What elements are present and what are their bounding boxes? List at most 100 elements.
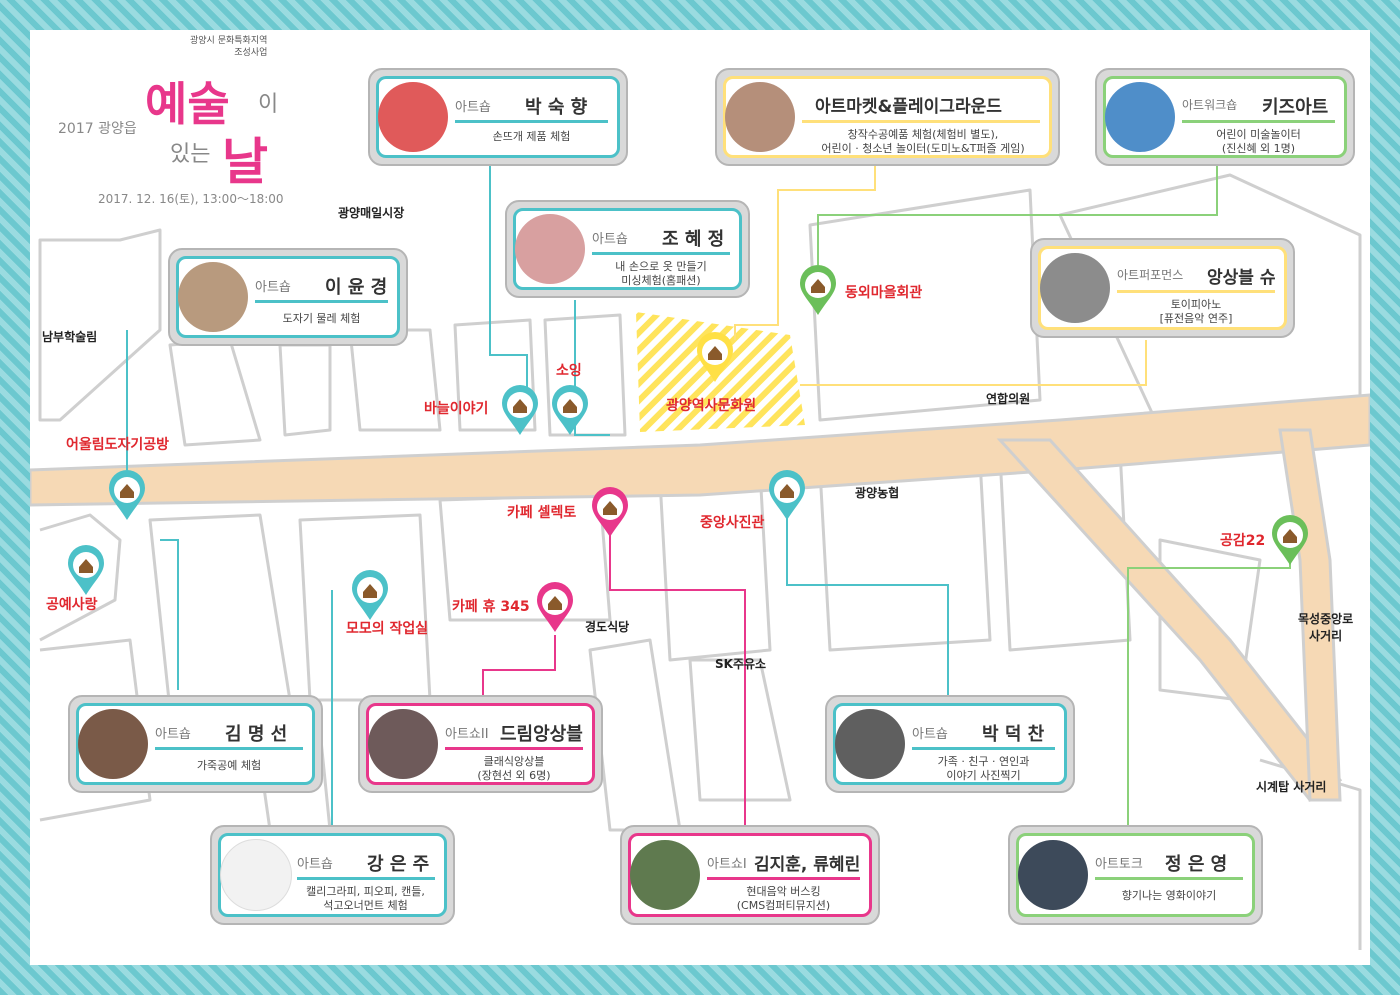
card-art-market[interactable]: 아트마켓&플레이그라운드 창작수공예품 체험(체험비 별도), 어린이 · 청소…: [715, 68, 1060, 166]
header-year-town: 2017 광양읍: [58, 121, 137, 137]
header-title-art: 예술: [145, 77, 230, 131]
busking-photo: [630, 840, 700, 910]
card-name: 김 명 선: [225, 724, 288, 745]
header-subtitle: 광양시 문화특화지역 조성사업: [190, 35, 267, 59]
card-kang-eunju[interactable]: 아트숍 강 은 주 캘리그라피, 피오피, 캔들, 석고오너먼트 체험: [210, 825, 455, 925]
label-clinic: 연합의원: [986, 392, 1031, 406]
label-market: 광양매일시장: [338, 206, 405, 220]
card-desc: 가죽공예 체험: [196, 759, 262, 772]
main-road: [30, 393, 1370, 507]
card-name: 드림앙상블: [500, 724, 583, 745]
header-sub-line1: 광양시 문화특화지역: [190, 36, 268, 46]
card-desc-line1: 클래식앙상블: [483, 755, 545, 768]
label-forest: 남부학술림: [42, 330, 98, 344]
card-desc-line1: 창작수공예품 체험(체험비 별도),: [847, 128, 999, 141]
connector-lines: [126, 160, 1291, 830]
label-clock-tower: 시계탑 사거리: [1256, 780, 1327, 794]
card-park-deokchan[interactable]: 아트숍 박 덕 찬 가족 · 친구 · 연인과 이야기 사진찍기: [825, 695, 1075, 793]
card-desc: 캘리그라피, 피오피, 캔들, 석고오너먼트 체험: [292, 885, 439, 913]
label-crossing-line2: 사거리: [1309, 629, 1343, 643]
venue-pottery[interactable]: 어울림도자기공방: [66, 437, 170, 453]
label-crossing: 목성중앙로 사거리: [1298, 610, 1353, 644]
card-category: 아트쇼I: [707, 857, 747, 872]
card-desc: 현대음악 버스킹 (CMS컴퍼티뮤지션): [707, 885, 860, 913]
card-desc-line1: 어린이 미술놀이터: [1216, 128, 1301, 141]
card-category: 아트숍: [592, 232, 628, 247]
market-photo: [725, 82, 795, 152]
card-ensemble-shu[interactable]: 아트퍼포먼스 앙상블 슈 토이피아노 [퓨전음악 연주]: [1030, 238, 1295, 338]
venue-needle[interactable]: 바늘이야기: [424, 401, 489, 417]
card-desc-line2: 이야기 사진찍기: [946, 769, 1021, 782]
venue-culture[interactable]: 광양역사문화원: [666, 398, 757, 414]
card-desc-line1: 내 손으로 옷 만들기: [615, 260, 707, 273]
card-name: 강 은 주: [367, 854, 430, 875]
card-name: 조 혜 정: [662, 229, 725, 250]
sewing-photo: [515, 214, 585, 284]
card-desc: 어린이 미술놀이터 (진신혜 외 1명): [1182, 128, 1335, 156]
card-jeong-eunyeong[interactable]: 아트토크 정 은 영 향기나는 영화이야기: [1008, 825, 1263, 925]
card-name: 박 숙 향: [525, 97, 588, 118]
card-desc-line2: (장현선 외 6명): [477, 769, 551, 782]
venue-selecto[interactable]: 카페 셀렉토: [507, 505, 577, 521]
card-category: 아트숍: [455, 100, 491, 115]
kids-photo: [1105, 82, 1175, 152]
card-name: 박 덕 찬: [982, 724, 1045, 745]
header-title-i: 이: [258, 92, 279, 117]
card-desc: 내 손으로 옷 만들기 미싱체험(홈패션): [592, 260, 730, 288]
card-category: 아트숍: [297, 857, 333, 872]
ensemble-photo: [368, 709, 438, 779]
card-desc-line2: 어린이 · 청소년 놀이터(도미노&T퍼즐 게임): [821, 142, 1025, 155]
header-date: 2017. 12. 16(토), 13:00～18:00: [98, 192, 284, 206]
card-kids-art[interactable]: 아트워크숍 키즈아트 어린이 미술놀이터 (진신혜 외 1명): [1095, 68, 1355, 166]
card-name: 정 은 영: [1165, 854, 1228, 875]
venue-momo[interactable]: 모모의 작업실: [346, 621, 429, 637]
venue-craft[interactable]: 공예사랑: [46, 597, 98, 613]
card-jo-hyejeong[interactable]: 아트숍 조 혜 정 내 손으로 옷 만들기 미싱체험(홈패션): [505, 200, 750, 298]
card-lee-yungyeong[interactable]: 아트숍 이 윤 경 도자기 물레 체험: [168, 248, 408, 346]
card-category: 아트숍: [912, 727, 948, 742]
card-category: 아트토크: [1095, 857, 1143, 872]
card-name: 아트마켓&플레이그라운드: [815, 97, 1002, 117]
card-name: 김지훈, 류혜린: [754, 855, 861, 875]
card-busking[interactable]: 아트쇼I 김지훈, 류혜린 현대음악 버스킹 (CMS컴퍼티뮤지션): [620, 825, 880, 925]
venue-photo[interactable]: 중앙사진관: [700, 515, 765, 531]
venue-dongoe[interactable]: 동외마을회관: [845, 285, 923, 301]
card-desc-line2: 미싱체험(홈패션): [621, 274, 701, 287]
header-sub-line2: 조성사업: [234, 48, 268, 58]
camera-photo: [835, 709, 905, 779]
card-category: 아트숍: [255, 280, 291, 295]
card-park-sukhyang[interactable]: 아트숍 박 숙 향 손뜨개 제품 체험: [368, 68, 628, 166]
calligraphy-photo: [220, 839, 292, 911]
card-desc: 창작수공예품 체험(체험비 별도), 어린이 · 청소년 놀이터(도미노&T퍼즐…: [802, 128, 1044, 156]
card-desc-line2: (CMS컴퍼티뮤지션): [736, 899, 831, 912]
map-paper: 광양시 문화특화지역 조성사업 2017 광양읍 예술 이 있는 날 2017.…: [30, 30, 1370, 965]
card-desc-line1: 캘리그라피, 피오피, 캔들,: [306, 885, 425, 898]
label-restaurant: 경도식당: [585, 620, 630, 634]
card-desc: 가족 · 친구 · 연인과 이야기 사진찍기: [912, 755, 1055, 783]
card-name: 키즈아트: [1262, 97, 1329, 118]
talk-photo: [1018, 840, 1088, 910]
venue-soing[interactable]: 소잉: [556, 363, 582, 379]
venue-gonggam[interactable]: 공감22: [1220, 533, 1266, 549]
leather-photo: [78, 709, 148, 779]
card-kim-myeongseon[interactable]: 아트숍 김 명 선 가죽공예 체험: [68, 695, 323, 793]
card-desc: 클래식앙상블 (장현선 외 6명): [445, 755, 583, 783]
card-desc: 토이피아노 [퓨전음악 연주]: [1117, 298, 1275, 326]
card-desc-line1: 가족 · 친구 · 연인과: [937, 755, 1030, 768]
card-desc-line1: 토이피아노: [1170, 298, 1222, 311]
label-crossing-line1: 목성중앙로: [1298, 612, 1354, 626]
map-pins: [68, 265, 1308, 632]
card-category: 아트숍: [155, 727, 191, 742]
card-dream-ensemble[interactable]: 아트쇼II 드림앙상블 클래식앙상블 (장현선 외 6명): [358, 695, 603, 793]
knitting-photo: [378, 82, 448, 152]
card-desc-line2: 석고오너먼트 체험: [323, 899, 408, 912]
card-desc-line1: 현대음악 버스킹: [746, 885, 821, 898]
card-desc: 도자기 물레 체험: [282, 312, 361, 325]
header-title-day: 날: [222, 133, 268, 191]
card-category: 아트퍼포먼스: [1117, 268, 1184, 282]
card-desc: 향기나는 영화이야기: [1121, 889, 1217, 902]
card-category: 아트쇼II: [445, 727, 489, 742]
card-desc-line2: [퓨전음악 연주]: [1159, 312, 1233, 325]
card-name: 이 윤 경: [325, 277, 388, 298]
venue-hue[interactable]: 카페 휴 345: [452, 599, 530, 615]
